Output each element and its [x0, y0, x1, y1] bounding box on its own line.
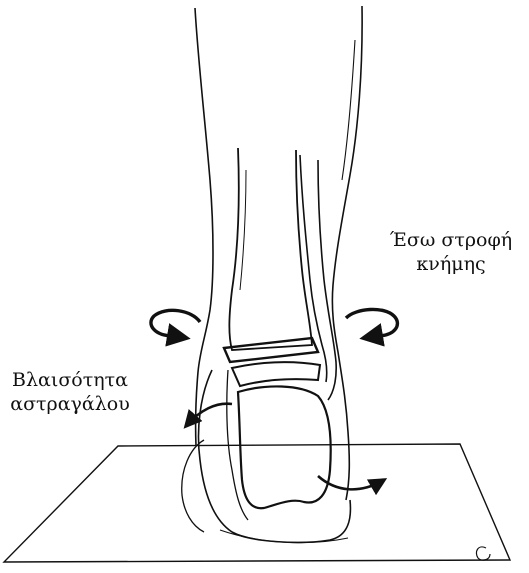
tibia-bone — [229, 148, 312, 350]
tibia-inner — [240, 170, 246, 290]
calcaneus-bone — [238, 386, 331, 508]
talus-top — [232, 362, 320, 386]
leg-outline-right — [332, 6, 362, 500]
valgus-arrow-left — [186, 404, 232, 426]
label-tibial-internal-rotation: Έσω στροφή κνήμης — [375, 228, 527, 276]
rotation-arrow-right — [346, 309, 397, 338]
label-talar-valgus: Βλαισότητα αστραγάλου — [0, 368, 140, 416]
heel-pad — [199, 370, 351, 542]
label-line: αστραγάλου — [0, 392, 140, 416]
heel-pad-outer — [182, 440, 204, 532]
label-line: Έσω στροφή — [375, 228, 527, 252]
leg-outline-left — [195, 8, 213, 446]
sole-line — [220, 530, 348, 543]
floor-plane — [4, 444, 510, 562]
label-line: κνήμης — [375, 252, 527, 276]
corner-mark-icon — [476, 547, 490, 560]
label-line: Βλαισότητα — [0, 368, 140, 392]
rotation-arrow-left — [151, 310, 200, 338]
